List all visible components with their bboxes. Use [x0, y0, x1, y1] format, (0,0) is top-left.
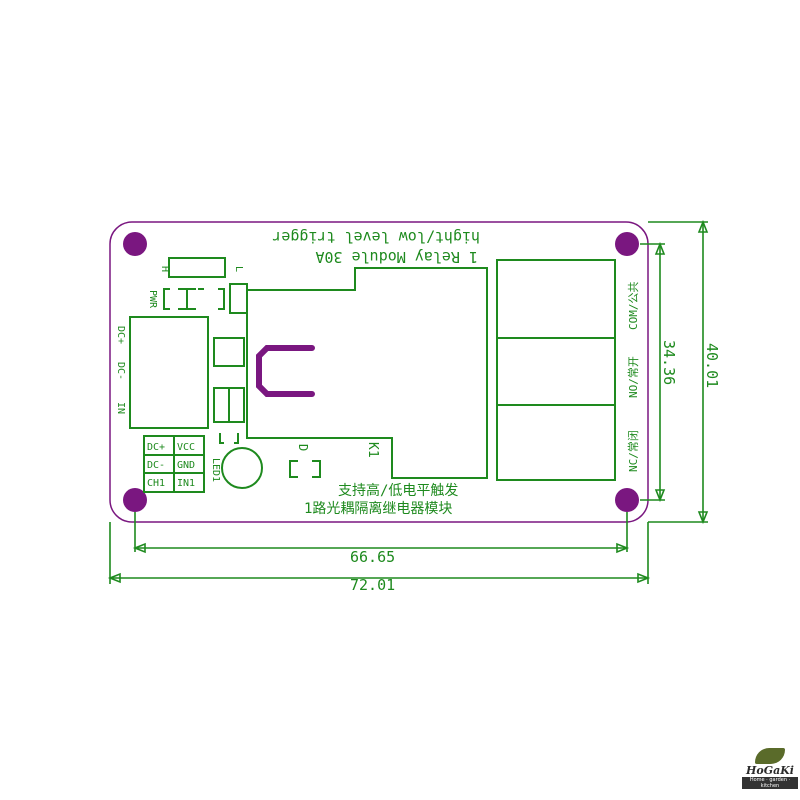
- label-l: L: [233, 266, 244, 272]
- cn-text-line1: 支持高/低电平触发: [338, 482, 458, 499]
- transistor: [213, 387, 245, 423]
- logo-name: HoGaKi: [746, 764, 794, 777]
- dim-hole-spacing-y: 34.36: [660, 340, 678, 385]
- dc-terminal-block: [129, 316, 209, 429]
- title-line1: 1 Relay Module 30A: [315, 248, 478, 266]
- dim-height: 40.01: [703, 343, 721, 388]
- pin-label: VCC: [177, 442, 195, 453]
- pin-label: GND: [177, 460, 195, 471]
- pwr-led: [163, 288, 225, 310]
- terminal-com: COM/公共: [627, 282, 640, 331]
- brand-logo: HoGaKi Home · garden · kitchen: [742, 748, 798, 789]
- pin-table: DC+ VCC DC- GND CH1 IN1: [143, 435, 205, 493]
- terminal-divider: [497, 337, 615, 406]
- pin-label: CH1: [147, 478, 165, 489]
- label-dc-minus: DC-: [115, 362, 126, 380]
- label-led1: LED1: [210, 458, 221, 482]
- logo-tagline: Home · garden · kitchen: [742, 777, 798, 789]
- label-pwr: PWR: [147, 290, 158, 309]
- optocoupler: [213, 337, 245, 367]
- terminal-nc: NC/常闭: [627, 430, 640, 472]
- resistor: [229, 283, 248, 314]
- dim-width: 72.01: [350, 576, 395, 594]
- led1: [221, 447, 263, 489]
- label-in: IN: [115, 402, 126, 414]
- pin-label: IN1: [177, 478, 195, 489]
- relay-terminal-block: [496, 259, 616, 481]
- pin-label: DC-: [147, 460, 165, 471]
- pin-label: DC+: [147, 442, 165, 453]
- board-outline: [109, 221, 649, 523]
- mounting-hole: [123, 488, 147, 512]
- label-h: H: [159, 266, 170, 272]
- mounting-hole: [123, 232, 147, 256]
- dimension-lines: [107, 219, 709, 584]
- title-line2: hight/low level trigger: [272, 228, 480, 246]
- mounting-hole: [615, 488, 639, 512]
- mounting-hole: [615, 232, 639, 256]
- label-k1: K1: [365, 442, 380, 458]
- label-dc-plus: DC+: [115, 326, 126, 344]
- relay-coil-mark: [256, 345, 315, 397]
- cn-text-line2: 1路光耦隔离继电器模块: [304, 500, 452, 517]
- led1-marker: [219, 433, 239, 444]
- diode: [289, 460, 321, 478]
- label-d: D: [296, 444, 310, 451]
- jumper-hl: [168, 257, 226, 278]
- leaf-house-icon: [755, 748, 785, 764]
- dim-hole-spacing-x: 66.65: [350, 548, 395, 566]
- relay-body-outline: [246, 267, 488, 479]
- terminal-no: NO/常开: [627, 356, 640, 398]
